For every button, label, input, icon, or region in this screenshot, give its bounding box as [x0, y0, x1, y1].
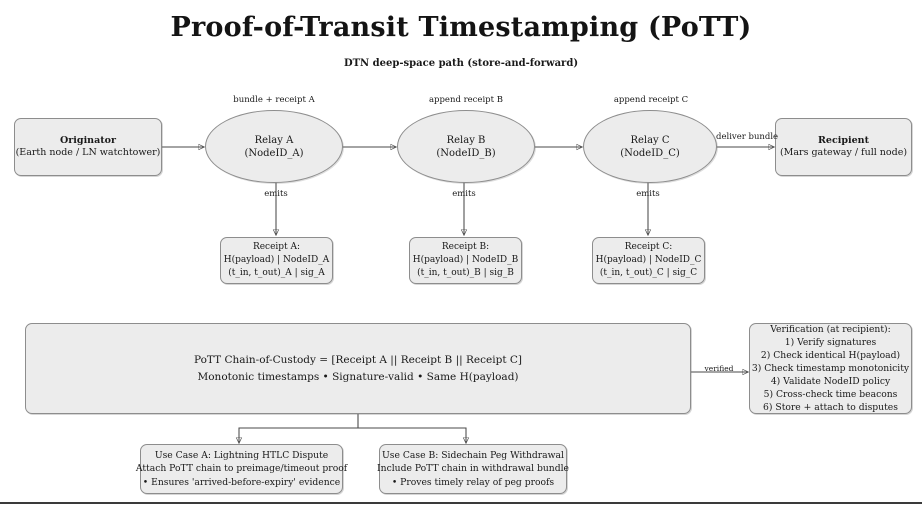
- node-originator[interactable]: Originator (Earth node / LN watchtower): [14, 118, 162, 176]
- node-verification[interactable]: Verification (at recipient): 1) Verify s…: [749, 323, 912, 414]
- receipt-a-line3: (t_in, t_out)_A | sig_A: [228, 268, 325, 279]
- use-case-b-line3: • Proves timely relay of peg proofs: [391, 476, 555, 488]
- node-originator-subtitle: (Earth node / LN watchtower): [15, 147, 161, 158]
- node-recipient-subtitle: (Mars gateway / full node): [779, 147, 908, 158]
- receipt-b-line2: H(payload) | NodeID_B: [412, 254, 519, 265]
- receipt-a-line1: Receipt A:: [252, 241, 301, 252]
- receipt-b-line3: (t_in, t_out)_B | sig_B: [417, 268, 514, 279]
- node-use-case-b[interactable]: Use Case B: Sidechain Peg Withdrawal Inc…: [377, 444, 569, 494]
- node-relay-a-subtitle: (NodeID_A): [244, 147, 304, 159]
- use-case-b-line2: Include PoTT chain in withdrawal bundle: [377, 463, 569, 475]
- node-receipt-b[interactable]: Receipt B: H(payload) | NodeID_B (t_in, …: [409, 237, 522, 284]
- node-relay-a-title: Relay A: [254, 134, 294, 146]
- verification-step-6: 6) Store + attach to disputes: [763, 402, 898, 414]
- node-use-case-a[interactable]: Use Case A: Lightning HTLC Dispute Attac…: [136, 444, 347, 494]
- receipt-b-line1: Receipt B:: [441, 241, 490, 252]
- use-case-a-line3: • Ensures 'arrived-before-expiry' eviden…: [142, 476, 341, 488]
- node-relay-c-title: Relay C: [630, 134, 670, 146]
- node-receipt-c[interactable]: Receipt C: H(payload) | NodeID_C (t_in, …: [592, 237, 705, 284]
- receipt-c-line2: H(payload) | NodeID_C: [595, 254, 702, 265]
- verification-heading: Verification (at recipient):: [770, 323, 891, 335]
- edge-label-deliver-bundle: deliver bundle: [716, 132, 779, 142]
- receipt-c-line1: Receipt C:: [624, 241, 673, 252]
- use-case-a-line2: Attach PoTT chain to preimage/timeout pr…: [135, 463, 348, 475]
- node-relay-c[interactable]: Relay C (NodeID_C): [583, 110, 717, 183]
- node-relay-b-subtitle: (NodeID_B): [436, 147, 496, 159]
- use-case-b-line1: Use Case B: Sidechain Peg Withdrawal: [382, 449, 564, 461]
- page-subtitle: DTN deep-space path (store-and-forward): [343, 58, 579, 69]
- node-originator-title: Originator: [60, 134, 116, 146]
- node-chain-of-custody[interactable]: PoTT Chain-of-Custody = [Receipt A || Re…: [25, 323, 691, 414]
- page-title: Proof-of-Transit Timestamping (PoTT): [170, 12, 752, 43]
- page-bottom-rule: [0, 502, 922, 504]
- chain-line1: PoTT Chain-of-Custody = [Receipt A || Re…: [193, 354, 523, 367]
- edge-label-emits-c: emits: [636, 189, 660, 199]
- verification-step-4: 4) Validate NodeID policy: [770, 376, 891, 388]
- edge-label-bundle-receipt-a: bundle + receipt A: [233, 95, 315, 105]
- node-recipient-title: Recipient: [818, 134, 869, 146]
- node-relay-b[interactable]: Relay B (NodeID_B): [397, 110, 535, 183]
- verification-step-3: 3) Check timestamp monotonicity: [751, 362, 910, 374]
- chain-line2: Monotonic timestamps • Signature-valid •…: [197, 370, 519, 383]
- edge-label-emits-b: emits: [452, 189, 476, 199]
- verification-step-2: 2) Check identical H(payload): [760, 349, 901, 361]
- receipt-c-line3: (t_in, t_out)_C | sig_C: [599, 268, 698, 279]
- edge-label-append-receipt-b: append receipt B: [428, 95, 503, 105]
- node-recipient[interactable]: Recipient (Mars gateway / full node): [775, 118, 912, 176]
- receipt-a-line2: H(payload) | NodeID_A: [223, 254, 330, 265]
- node-relay-b-title: Relay B: [446, 134, 486, 146]
- node-receipt-a[interactable]: Receipt A: H(payload) | NodeID_A (t_in, …: [220, 237, 333, 284]
- edge-chain-usecase-a: [239, 414, 359, 443]
- verification-step-1: 1) Verify signatures: [784, 336, 877, 348]
- edge-label-append-receipt-c: append receipt C: [613, 95, 689, 105]
- edge-label-verified: verified: [704, 364, 734, 373]
- verification-step-5: 5) Cross-check time beacons: [763, 389, 898, 401]
- edge-label-emits-a: emits: [264, 189, 288, 199]
- node-relay-c-subtitle: (NodeID_C): [620, 147, 680, 159]
- use-case-a-line1: Use Case A: Lightning HTLC Dispute: [154, 449, 329, 461]
- node-relay-a[interactable]: Relay A (NodeID_A): [205, 110, 343, 183]
- edge-chain-usecase-b: [357, 414, 466, 443]
